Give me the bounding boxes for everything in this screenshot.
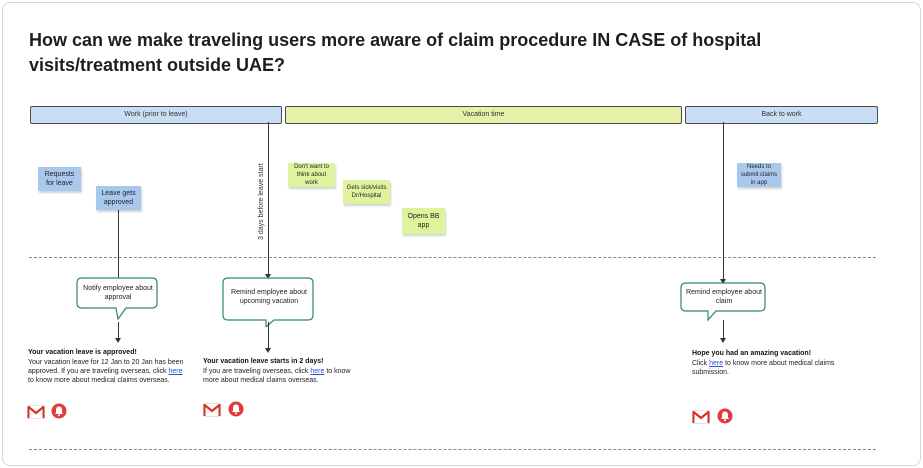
phase-vacation: Vacation time <box>285 106 682 124</box>
arrowhead-upcoming-msg <box>265 348 271 353</box>
message-approved-here-link[interactable]: here <box>168 368 183 375</box>
message-starts: Your vacation leave starts in 2 days! If… <box>203 357 361 385</box>
message-starts-text-post: to know more about medical claims overse… <box>203 368 351 384</box>
notification-bell-icon <box>51 403 67 419</box>
message-hope: Hope you had an amazing vacation! Click … <box>692 349 852 377</box>
connector-line-claim-msg <box>723 320 724 340</box>
message-hope-text-pre: Click <box>692 360 710 367</box>
message-approved: Your vacation leave is approved! Your va… <box>28 348 184 385</box>
message-starts-here-link[interactable]: here <box>310 368 325 375</box>
speech-bubble-notify <box>76 277 158 321</box>
sticky-opens-bb-app: Opens BB app <box>402 208 445 234</box>
message-starts-title: Your vacation leave starts in 2 days! <box>203 358 324 365</box>
arrowhead-notify-msg <box>115 338 121 343</box>
gmail-icon <box>692 410 710 424</box>
connector-line-approval <box>118 210 119 278</box>
bubble-text-notify: Notify employee about approval <box>83 285 153 301</box>
arrowhead-claim-msg <box>720 338 726 343</box>
notification-bell-icon <box>228 401 244 417</box>
message-approved-text-post: to know more about medical claims overse… <box>28 377 170 384</box>
lane-divider-bottom <box>29 449 876 450</box>
sticky-dont-want-think-work: Don't want to think about work <box>288 163 335 187</box>
connector-line-notify-msg <box>118 322 119 340</box>
message-approved-text-pre: Your vacation leave for 12 Jan to 20 Jan… <box>28 359 184 375</box>
arrowhead-leave-start <box>265 274 271 279</box>
arrowhead-back-to-work <box>720 279 726 284</box>
message-hope-body: Click here to know more about medical cl… <box>692 359 852 377</box>
message-starts-text-pre: If you are traveling overseas, click <box>203 368 311 375</box>
timeline-line-leave-start <box>268 122 269 278</box>
timeline-label-3-days: 3 days before leave start <box>258 163 265 240</box>
sticky-leave-approved: Leave gets approved <box>96 186 141 210</box>
gmail-icon <box>203 403 221 417</box>
notification-bell-icon <box>717 408 733 424</box>
phase-work: Work (prior to leave) <box>30 106 282 124</box>
lane-divider-top <box>29 257 876 258</box>
sticky-requests-leave: Requests for leave <box>38 167 81 191</box>
message-hope-title: Hope you had an amazing vacation! <box>692 350 812 357</box>
page-title: How can we make traveling users more awa… <box>29 30 762 75</box>
sticky-gets-sick: Gets sick/visits Dr/Hospital <box>343 180 390 204</box>
message-hope-text-post: to know more about medical claims submis… <box>692 360 835 376</box>
gmail-icon <box>27 405 45 419</box>
timeline-line-back-to-work <box>723 122 724 282</box>
bubble-text-remind-upcoming: Remind employee about upcoming vacation <box>231 289 307 305</box>
message-approved-title: Your vacation leave is approved! <box>28 349 137 356</box>
speech-bubble-remind-claim <box>680 282 766 322</box>
connector-line-upcoming-msg <box>268 322 269 350</box>
sticky-needs-submit-claims: Needs to submit claims in app <box>737 163 781 187</box>
phase-back-to-work: Back to work <box>685 106 878 124</box>
message-approved-body: Your vacation leave for 12 Jan to 20 Jan… <box>28 358 184 385</box>
message-hope-here-link[interactable]: here <box>709 360 724 367</box>
bubble-text-remind-claim: Remind employee about claim <box>686 289 762 305</box>
message-starts-body: If you are traveling overseas, click her… <box>203 367 361 385</box>
speech-bubble-remind-upcoming <box>222 277 314 327</box>
